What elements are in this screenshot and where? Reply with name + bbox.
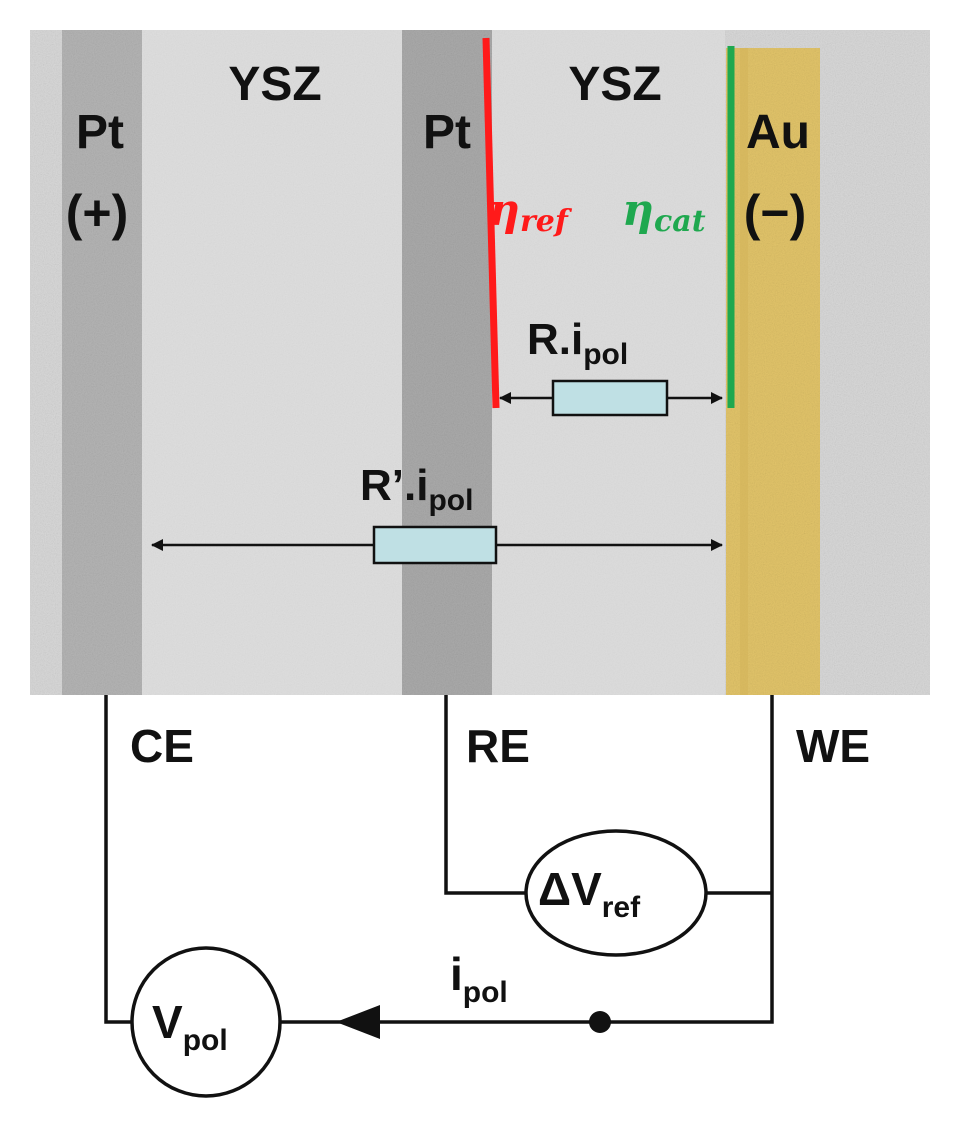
au-label: Au: [746, 106, 810, 159]
pt-reference-label: Pt: [423, 106, 471, 159]
delta-v-ref-label: ΔVref: [538, 863, 641, 924]
outer-resistance-label: R’.ipol: [360, 461, 473, 517]
junction-dot: [589, 1011, 611, 1033]
ysz-left-region: [140, 30, 405, 695]
re-wire: [444, 695, 526, 895]
outer-resistor: [372, 525, 498, 565]
au-strip-shade: [740, 48, 748, 695]
v-pol-label: Vpol: [152, 996, 228, 1057]
ysz-right-region: [490, 30, 725, 695]
ce-label: CE: [130, 720, 194, 772]
ce-wire: [104, 695, 132, 1024]
pt-left-polarity: (+): [66, 185, 129, 241]
ysz-right-label: YSZ: [568, 58, 661, 111]
source-circle: [130, 946, 282, 1098]
inner-resistance-label: R.ipol: [527, 315, 628, 371]
we-label: WE: [796, 720, 870, 772]
current-arrow-icon: [336, 1005, 380, 1039]
micrograph: [30, 30, 930, 695]
voltmeter-circle: [524, 829, 708, 957]
inner-resistor: [551, 379, 669, 417]
pt-reference-strip: [402, 30, 492, 695]
we-wire: [280, 695, 774, 1024]
pt-counter-strip: [62, 30, 142, 695]
eta-cat-label: ηcat: [622, 185, 706, 239]
pt-left-label: Pt: [76, 106, 124, 159]
reference-interface-line: [482, 37, 500, 409]
eta-ref-label: ηref: [488, 185, 573, 239]
au-polarity: (−): [744, 185, 807, 241]
re-label: RE: [466, 720, 530, 772]
current-label: ipol: [450, 948, 508, 1009]
ysz-left-label: YSZ: [228, 58, 321, 111]
circuit-wires: [104, 695, 774, 1024]
